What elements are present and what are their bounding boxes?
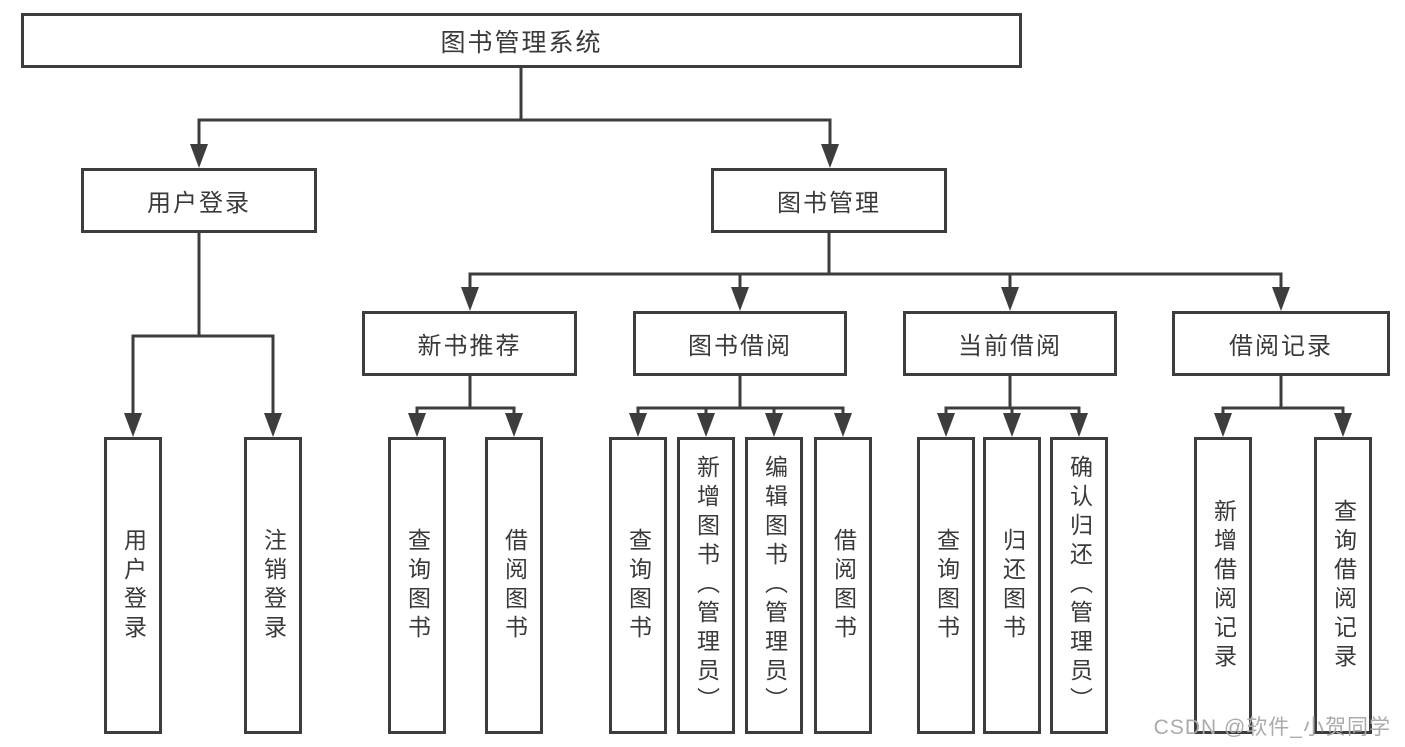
leaf-logout-label: 注销登录	[260, 527, 287, 644]
leaf-bb-query-books-label: 查询图书	[625, 527, 652, 644]
arrowhead	[1070, 413, 1088, 437]
leaf-br-query-record-label: 查询借阅记录	[1330, 498, 1357, 673]
arrowhead	[697, 413, 715, 437]
leaf-br-add-record-label: 新增借阅记录	[1210, 498, 1237, 673]
arrowhead	[505, 413, 523, 437]
leaf-bb-add-books-admin: 新增图书（管理员）	[677, 437, 735, 734]
leaf-nb-borrow-books-label: 借阅图书	[501, 527, 528, 644]
leaf-nb-query-books: 查询图书	[388, 437, 446, 734]
node-library-management-system-label: 图书管理系统	[440, 28, 603, 57]
arrowhead	[834, 413, 852, 437]
node-book-borrowing: 图书借阅	[633, 311, 847, 376]
arrowhead	[1334, 413, 1352, 437]
leaf-cb-confirm-return-admin: 确认归还（管理员）	[1050, 437, 1108, 734]
leaf-bb-borrow-books-label: 借阅图书	[830, 527, 857, 644]
leaf-logout: 注销登录	[244, 437, 302, 734]
leaf-bb-add-books-admin-label: 新增图书（管理员）	[693, 455, 720, 716]
arrowhead	[821, 144, 839, 168]
arrowhead	[408, 413, 426, 437]
node-user-login-label: 用户登录	[147, 190, 251, 217]
node-new-book-recommend-label: 新书推荐	[417, 333, 522, 360]
arrowhead	[1272, 287, 1290, 311]
arrowhead	[124, 413, 142, 437]
arrowhead	[1214, 413, 1232, 437]
arrowhead	[629, 413, 647, 437]
node-current-borrowing: 当前借阅	[903, 311, 1117, 376]
node-book-borrowing-label: 图书借阅	[688, 333, 792, 360]
node-current-borrowing-label: 当前借阅	[958, 333, 1062, 360]
arrowhead	[1003, 413, 1021, 437]
arrowhead	[1001, 287, 1019, 311]
leaf-bb-query-books: 查询图书	[609, 437, 667, 734]
node-borrowing-records: 借阅记录	[1172, 311, 1390, 376]
leaf-br-add-record: 新增借阅记录	[1194, 437, 1252, 734]
leaf-cb-query-books-label: 查询图书	[933, 527, 960, 644]
arrowhead	[937, 413, 955, 437]
leaf-cb-return-books: 归还图书	[983, 437, 1041, 734]
leaf-br-query-record: 查询借阅记录	[1314, 437, 1372, 734]
node-book-management-label: 图书管理	[777, 190, 881, 217]
leaf-bb-edit-books-admin: 编辑图书（管理员）	[745, 437, 803, 734]
node-borrowing-records-label: 借阅记录	[1229, 333, 1333, 360]
node-new-book-recommend: 新书推荐	[362, 311, 577, 376]
leaf-nb-borrow-books: 借阅图书	[485, 437, 543, 734]
arrowhead	[264, 413, 282, 437]
leaf-bb-borrow-books: 借阅图书	[814, 437, 872, 734]
leaf-cb-confirm-return-admin-label: 确认归还（管理员）	[1066, 455, 1093, 716]
node-user-login: 用户登录	[81, 168, 317, 233]
arrowhead	[190, 144, 208, 168]
csdn-watermark: CSDN @软件_小贺同学	[1153, 716, 1391, 739]
leaf-cb-query-books: 查询图书	[917, 437, 975, 734]
leaf-bb-edit-books-admin-label: 编辑图书（管理员）	[761, 455, 788, 716]
leaf-user-login-label: 用户登录	[120, 527, 147, 644]
leaf-cb-return-books-label: 归还图书	[999, 527, 1026, 644]
node-book-management: 图书管理	[711, 168, 947, 233]
arrowhead	[461, 287, 479, 311]
arrowhead	[765, 413, 783, 437]
arrowhead	[731, 287, 749, 311]
leaf-nb-query-books-label: 查询图书	[404, 527, 431, 644]
leaf-user-login: 用户登录	[104, 437, 162, 734]
node-library-management-system: 图书管理系统	[21, 13, 1022, 68]
